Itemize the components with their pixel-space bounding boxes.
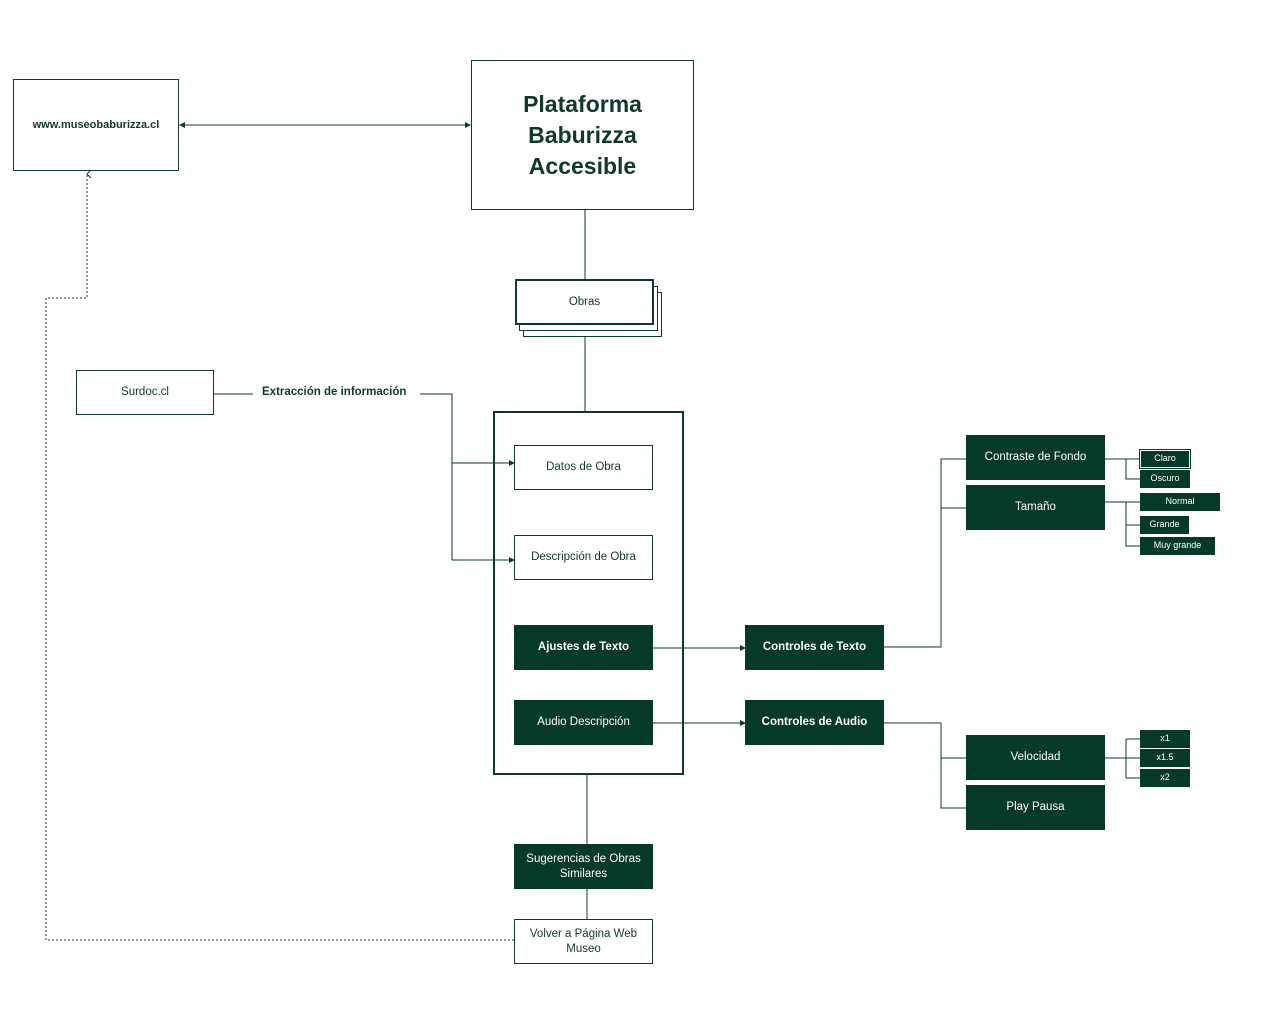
website-node[interactable]: www.museobaburizza.cl xyxy=(13,79,179,171)
descripcion-obra-label: Descripción de Obra xyxy=(531,551,636,564)
option-x1-label: x1 xyxy=(1160,733,1170,744)
option-claro-label: Claro xyxy=(1154,453,1176,464)
volver-label: Volver a Página Web Museo xyxy=(529,927,638,955)
option-grande[interactable]: Grande xyxy=(1140,516,1189,534)
ajustes-texto-node[interactable]: Ajustes de Texto xyxy=(514,625,653,670)
ajustes-texto-label: Ajustes de Texto xyxy=(537,641,630,654)
option-grande-label: Grande xyxy=(1149,519,1180,530)
surdoc-node[interactable]: Surdoc.cl xyxy=(76,370,214,415)
obra-panel xyxy=(493,411,684,775)
obras-node[interactable]: Obras xyxy=(515,279,654,325)
contraste-fondo-label: Contraste de Fondo xyxy=(984,451,1087,464)
extraction-label: Extracción de información xyxy=(256,386,413,398)
controles-texto-label: Controles de Texto xyxy=(762,641,867,654)
datos-obra-label: Datos de Obra xyxy=(546,461,621,474)
option-claro[interactable]: Claro xyxy=(1139,449,1191,469)
link-texto-branch xyxy=(883,458,966,648)
velocidad-label: Velocidad xyxy=(1010,751,1061,764)
sugerencias-node[interactable]: Sugerencias de Obras Similares xyxy=(514,844,653,889)
link-contraste-oscuro xyxy=(1125,459,1140,480)
descripcion-obra-node[interactable]: Descripción de Obra xyxy=(514,535,653,580)
tamano-node[interactable]: Tamaño xyxy=(966,485,1105,530)
volver-node[interactable]: Volver a Página Web Museo xyxy=(514,919,653,964)
option-normal[interactable]: Normal xyxy=(1140,493,1220,511)
option-x1-5-label: x1.5 xyxy=(1156,752,1174,763)
option-normal-label: Normal xyxy=(1165,496,1195,507)
play-pausa-label: Play Pausa xyxy=(1006,801,1065,814)
option-x2[interactable]: x2 xyxy=(1140,769,1190,787)
tamano-label: Tamaño xyxy=(1015,501,1056,514)
controles-audio-label: Controles de Audio xyxy=(761,716,868,729)
surdoc-label: Surdoc.cl xyxy=(121,386,169,399)
platform-title: Plataforma Baburizza Accesible xyxy=(523,90,642,179)
contraste-fondo-node[interactable]: Contraste de Fondo xyxy=(966,435,1105,480)
audio-descripcion-node[interactable]: Audio Descripción xyxy=(514,700,653,745)
option-x1[interactable]: x1 xyxy=(1140,730,1190,748)
option-oscuro-label: Oscuro xyxy=(1150,473,1180,484)
controles-texto-node[interactable]: Controles de Texto xyxy=(745,625,884,670)
play-pausa-node[interactable]: Play Pausa xyxy=(966,785,1105,830)
datos-obra-node[interactable]: Datos de Obra xyxy=(514,445,653,490)
option-muy-grande[interactable]: Muy grande xyxy=(1140,537,1215,555)
audio-descripcion-label: Audio Descripción xyxy=(537,716,630,729)
website-label: www.museobaburizza.cl xyxy=(32,118,160,131)
controles-audio-node[interactable]: Controles de Audio xyxy=(745,700,884,745)
option-oscuro[interactable]: Oscuro xyxy=(1140,470,1190,488)
platform-node: Plataforma Baburizza Accesible xyxy=(471,60,694,210)
option-x2-label: x2 xyxy=(1160,772,1170,783)
link-tamano-sub xyxy=(1125,502,1140,547)
option-x1-5[interactable]: x1.5 xyxy=(1140,749,1190,767)
link-volver-website-dotted xyxy=(45,174,514,941)
link-extraction-bracket xyxy=(420,393,453,560)
obras-label: Obras xyxy=(568,295,601,308)
link-audio-branch xyxy=(883,722,966,809)
sugerencias-label: Sugerencias de Obras Similares xyxy=(526,852,641,880)
option-muy-grande-label: Muy grande xyxy=(1153,540,1202,551)
velocidad-node[interactable]: Velocidad xyxy=(966,735,1105,780)
